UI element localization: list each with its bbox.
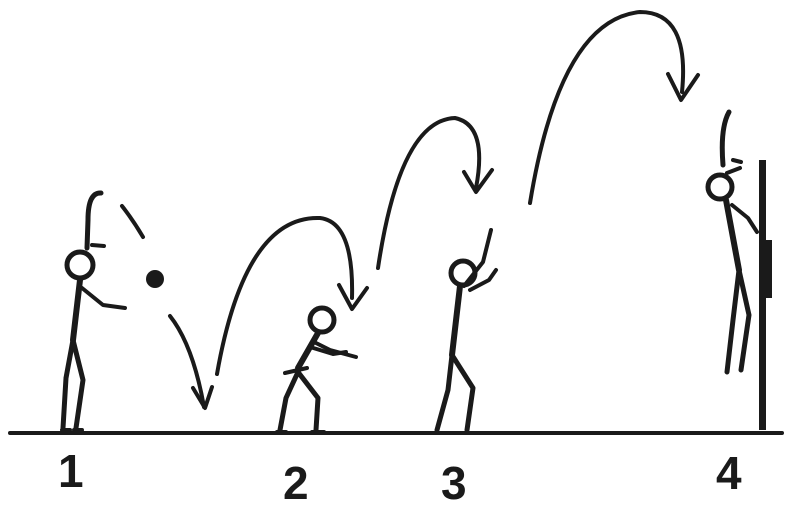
- figure-4: [705, 109, 759, 375]
- figure-1: [60, 190, 127, 432]
- wall-target: [766, 240, 772, 298]
- ball: [146, 270, 164, 288]
- figure-2: [275, 305, 358, 434]
- step-label-2: 2: [283, 457, 309, 509]
- bounce-arrow: [168, 314, 206, 409]
- step-label-4: 4: [716, 447, 742, 499]
- toss-arrow-dashed: [120, 204, 145, 239]
- step-label-1: 1: [58, 445, 84, 497]
- arc-1-to-2-head: [337, 283, 369, 311]
- arc-3-to-4: [528, 10, 685, 205]
- arc-2-to-3-head: [462, 168, 494, 194]
- step-label-3: 3: [441, 457, 467, 509]
- arc-1-to-2: [215, 215, 355, 376]
- arc-2-to-3: [376, 116, 482, 270]
- bounce-arrow-head: [191, 385, 214, 410]
- arc-3-to-4-head: [666, 72, 700, 102]
- wall: [759, 160, 766, 430]
- figure-3: [432, 228, 498, 435]
